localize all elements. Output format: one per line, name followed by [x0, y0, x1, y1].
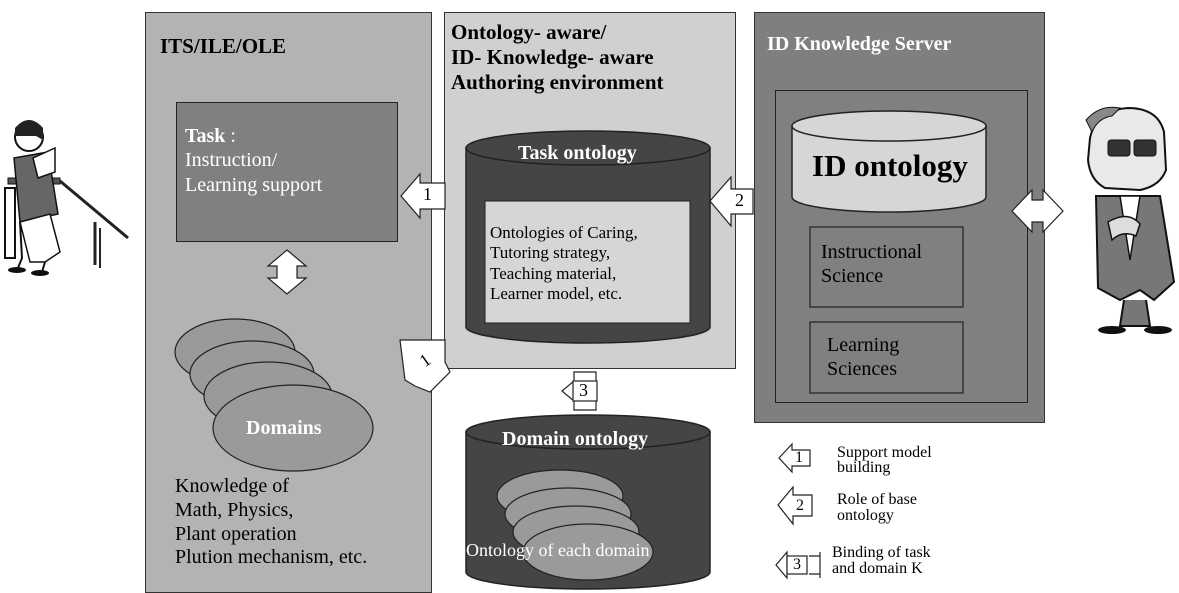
- learning-sciences-box: [809, 321, 964, 394]
- task-domain-double-arrow: [266, 249, 308, 295]
- legend-1-line-2: building: [837, 459, 891, 477]
- task-title: Task: [185, 125, 226, 147]
- learning-line-1: Learning: [827, 334, 900, 356]
- server-panel-title: ID Knowledge Server: [767, 33, 952, 55]
- authoring-panel-title: Ontology- aware/ ID- Knowledge- aware Au…: [451, 20, 664, 96]
- domain-ontology-cylinder: [465, 414, 711, 590]
- student-reading-icon: [4, 120, 129, 276]
- ontologies-line-1: Ontologies of Caring,: [490, 223, 638, 242]
- legend-arrow-1: [778, 442, 811, 474]
- knowledge-line-4: Plution mechanism, etc.: [175, 546, 368, 569]
- task-colon: :: [225, 125, 236, 147]
- ontologies-line-3: Teaching material,: [490, 263, 617, 283]
- id-ontology-cylinder: [791, 110, 987, 213]
- knowledge-line-2: Math, Physics,: [175, 498, 294, 521]
- legend-3-line-1: Binding of task: [832, 544, 931, 561]
- ontologies-text: Ontologies of Caring, Tutoring strategy,…: [490, 223, 638, 305]
- authoring-title-line-2: ID- Knowledge- aware: [451, 45, 654, 70]
- ontology-each-domain-label: Ontology of each domain: [466, 540, 650, 560]
- legend-2-line-2: ontology: [837, 507, 894, 524]
- instructional-science-box: [809, 226, 964, 308]
- legend-1-line-1: Support model: [837, 444, 932, 461]
- legend-arrow-3: [775, 550, 821, 580]
- authoring-title-line-3: Authoring environment: [451, 70, 664, 95]
- legend-1-text: Support model building: [837, 444, 932, 477]
- arrow-1-bottom: [399, 339, 451, 393]
- knowledge-text: Knowledge of Math, Physics, Plant operat…: [175, 475, 367, 570]
- knowledge-line-3: Plant operation: [175, 522, 297, 545]
- legend-3-line-2: and domain K: [832, 560, 923, 577]
- legend-2-text: Role of base ontology: [837, 492, 917, 524]
- task-ontology-cylinder: [465, 130, 711, 344]
- professor-thinking-icon: [1085, 106, 1176, 334]
- task-body-line-2: Learning support: [185, 173, 323, 196]
- server-professor-double-arrow: [1011, 188, 1064, 234]
- domain-ontology-label: Domain ontology: [502, 428, 649, 450]
- task-box: [176, 102, 398, 242]
- legend-3-text: Binding of task and domain K: [832, 545, 931, 577]
- domains-label: Domains: [246, 417, 322, 439]
- legend-3-number: 3: [793, 556, 801, 573]
- arrow-1-top: [400, 172, 446, 220]
- instructional-science-text: Instructional Science: [821, 240, 922, 289]
- arrow-2-number: 2: [735, 190, 744, 210]
- legend-arrow-2: [777, 485, 813, 526]
- task-box-text: Task : Instruction/ Learning support: [185, 124, 322, 197]
- task-body-line-1: Instruction/: [185, 149, 278, 172]
- authoring-title-line-1: Ontology- aware/: [451, 20, 607, 44]
- learning-line-2: Sciences: [827, 358, 897, 381]
- ontologies-line-4: Learner model, etc.: [490, 284, 623, 304]
- arrow-2: [709, 175, 754, 228]
- knowledge-line-1: Knowledge of: [175, 475, 289, 497]
- instructional-line-1: Instructional: [821, 241, 923, 263]
- legend-1-number: 1: [795, 449, 803, 466]
- task-ontology-label: Task ontology: [518, 142, 637, 164]
- arrow-1-top-number: 1: [423, 184, 432, 204]
- ontologies-line-2: Tutoring strategy,: [490, 243, 611, 263]
- instructional-line-2: Science: [821, 265, 884, 288]
- domains-ellipses: [174, 318, 374, 472]
- legend-2-number: 2: [796, 497, 804, 514]
- id-ontology-label: ID ontology: [812, 148, 968, 183]
- its-panel-title: ITS/ILE/OLE: [160, 34, 287, 58]
- arrow-3-number: 3: [579, 380, 588, 400]
- legend-2-line-1: Role of base: [837, 491, 917, 508]
- learning-sciences-text: Learning Sciences: [827, 333, 899, 382]
